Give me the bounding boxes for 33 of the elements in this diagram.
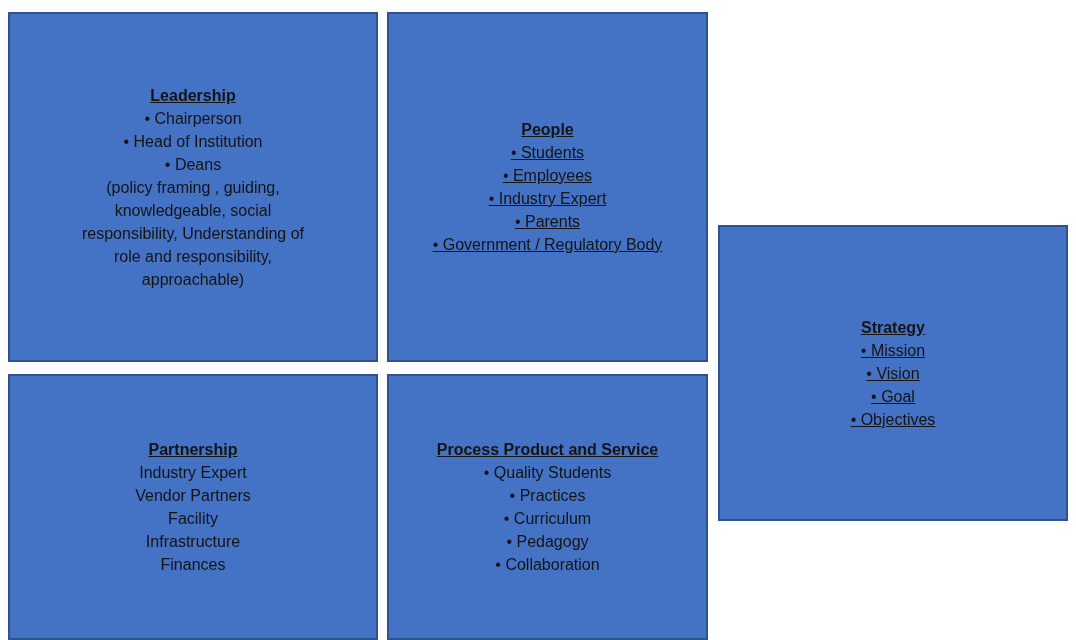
list-item: • Objectives — [850, 409, 936, 430]
list-item: • Collaboration — [495, 555, 600, 575]
leadership-box — [8, 12, 378, 362]
list-item: • Deans — [164, 154, 222, 175]
list-item: • Government / Regulatory Body — [432, 235, 663, 255]
list-item: • Pedagogy — [506, 532, 589, 552]
list-item: • Industry Expert — [488, 189, 607, 209]
list-item: Industry Expert — [139, 463, 247, 483]
list-item: • Parents — [514, 212, 581, 232]
box-heading: Strategy — [861, 317, 925, 338]
list-item: Finances — [160, 555, 226, 575]
box-heading: Leadership — [150, 85, 236, 106]
list-item: Infrastructure — [145, 532, 241, 552]
list-item: • Students — [510, 143, 585, 163]
list-item: Facility — [168, 509, 218, 529]
list-item: • Head of Institution — [123, 131, 263, 152]
people-box — [387, 12, 708, 362]
partnership-box — [8, 374, 378, 640]
list-item: • Chairperson — [144, 108, 242, 129]
list-item: • Goal — [871, 386, 915, 407]
box-heading: People — [521, 120, 574, 140]
list-item: • Mission — [860, 340, 926, 361]
list-item: • Curriculum — [503, 509, 592, 529]
box-heading: Partnership — [148, 440, 238, 460]
list-item: (policy framing , guiding, knowledgeable, social responsibility, Understanding of role and responsibility, approachable) — [80, 177, 305, 290]
list-item: • Quality Students — [483, 463, 612, 483]
process-box — [387, 374, 708, 640]
list-item: Vendor Partners — [135, 486, 251, 506]
list-item: • Practices — [509, 486, 586, 506]
list-item: • Vision — [866, 363, 920, 384]
box-heading: Process Product and Service — [436, 440, 659, 460]
strategy-box — [718, 225, 1068, 521]
list-item: • Employees — [502, 166, 593, 186]
